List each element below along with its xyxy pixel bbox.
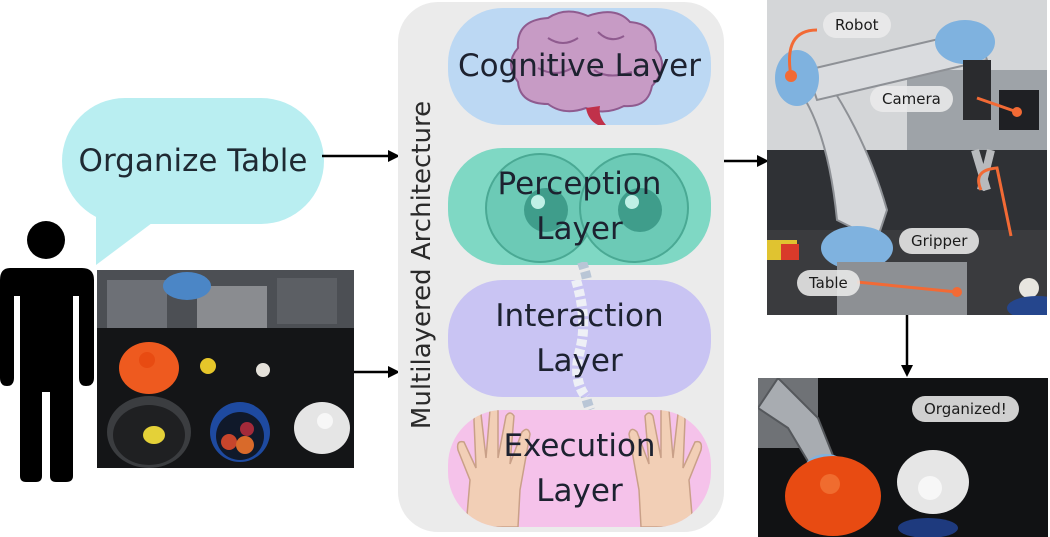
table-label: Table [797, 270, 860, 296]
robot-label: Robot [823, 12, 891, 38]
camera-label: Camera [870, 86, 953, 112]
execution-layer-label: Execution Layer [503, 427, 656, 509]
interaction-layer: Interaction Layer [448, 280, 711, 397]
result-photo: Organized! [758, 378, 1048, 537]
arrow-bubble-to-architecture [322, 150, 400, 162]
gripper-label: Gripper [899, 228, 980, 254]
arrow-architecture-to-robot [723, 155, 769, 167]
command-text: Organize Table [78, 143, 308, 179]
robot-photo: Robot Camera Gripper Table [767, 0, 1047, 315]
hands-icon [456, 410, 703, 527]
arrow-robot-to-result [901, 315, 913, 377]
person-icon [0, 221, 94, 482]
interaction-layer-label: Interaction Layer [495, 297, 664, 379]
eyes-icon [485, 153, 689, 263]
spine-overlay-icon [571, 280, 591, 397]
perception-layer-label: Perception Layer [497, 165, 662, 247]
perception-layer: Perception Layer [448, 148, 711, 265]
cognitive-layer: Cognitive Layer [448, 8, 711, 125]
arrow-photo-to-architecture [354, 366, 400, 378]
speech-bubble: Organize Table [62, 98, 324, 224]
table-photo [97, 270, 354, 468]
execution-layer: Execution Layer [448, 410, 711, 527]
organized-label: Organized! [912, 396, 1019, 422]
cognitive-layer-label: Cognitive Layer [457, 48, 702, 85]
brain-icon [510, 10, 663, 125]
